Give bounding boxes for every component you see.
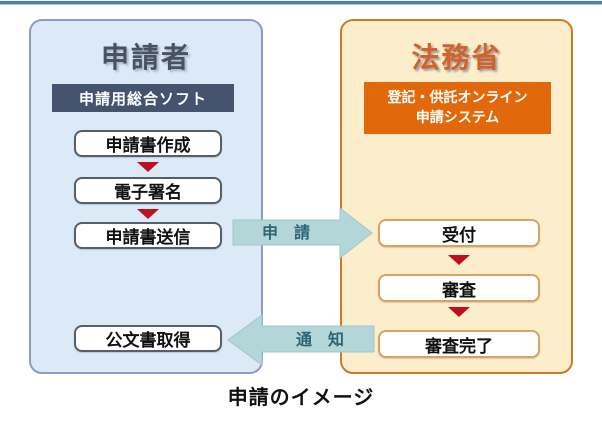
- step-box-create-application: 申請書作成: [74, 130, 222, 157]
- down-arrow-icon: [448, 255, 470, 265]
- top-divider: [0, 1, 602, 5]
- moj-system-label-line1: 登記・供託オンライン: [387, 89, 528, 106]
- applicant-software-label: 申請用総合ソフト: [52, 84, 234, 112]
- left-arrow-icon: [227, 314, 375, 366]
- request-arrow: 申 請: [232, 206, 373, 260]
- notify-arrow-label: 通 知: [296, 330, 344, 349]
- step-box-examination-complete: 審査完了: [378, 330, 540, 358]
- step-box-obtain-official-documents: 公文書取得: [74, 325, 222, 352]
- moj-panel: 法務省 登記・供託オンライン 申請システム 受付 審査 審査完了: [340, 19, 573, 374]
- down-arrow-icon: [448, 307, 470, 317]
- diagram-caption: 申請のイメージ: [227, 387, 375, 409]
- step-box-examination: 審査: [378, 274, 540, 302]
- down-arrow-icon: [137, 162, 159, 172]
- request-arrow-label: 申 請: [262, 223, 310, 242]
- step-box-electronic-signature: 電子署名: [74, 177, 222, 204]
- step-box-reception: 受付: [378, 219, 540, 247]
- notify-arrow: 通 知: [227, 314, 375, 366]
- moj-system-label: 登記・供託オンライン 申請システム: [364, 82, 551, 134]
- right-arrow-icon: [232, 206, 373, 260]
- applicant-panel: 申請者 申請用総合ソフト 申請書作成 電子署名 申請書送信 公文書取得: [29, 19, 263, 374]
- moj-system-label-line2: 申請システム: [415, 109, 500, 125]
- down-arrow-icon: [137, 209, 159, 219]
- step-box-send-application: 申請書送信: [74, 222, 222, 249]
- moj-panel-title: 法務省: [411, 42, 502, 73]
- applicant-panel-title: 申請者: [100, 42, 191, 73]
